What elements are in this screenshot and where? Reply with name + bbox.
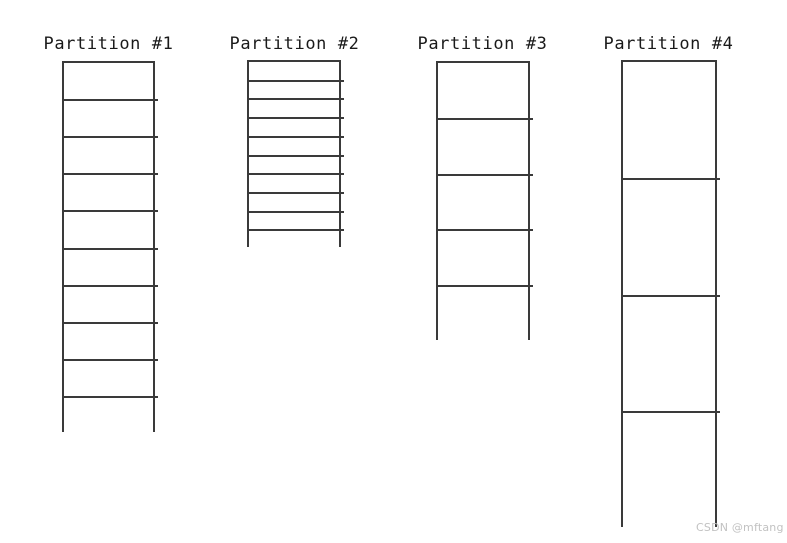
partition-column-2 bbox=[247, 60, 344, 249]
partition-cell bbox=[438, 63, 528, 119]
partition-column-1 bbox=[62, 61, 158, 434]
partition-cell-divider bbox=[62, 173, 158, 176]
partition-cell-divider bbox=[62, 358, 158, 361]
partition-cell-divider bbox=[247, 79, 344, 82]
partition-cell-divider bbox=[247, 154, 344, 157]
partition-cell-divider bbox=[62, 99, 158, 102]
partition-cell bbox=[249, 192, 339, 212]
partition-cell bbox=[249, 155, 339, 175]
partition-cell-divider bbox=[247, 135, 344, 138]
partition-cell bbox=[438, 118, 528, 175]
partition-cell bbox=[249, 99, 339, 119]
partition-cell bbox=[249, 230, 339, 249]
partition-cell-divider bbox=[621, 411, 720, 414]
partition-cell bbox=[623, 178, 715, 296]
partition-cell-divider bbox=[62, 210, 158, 213]
partition-cell-divider bbox=[621, 177, 720, 180]
partition-cell bbox=[438, 286, 528, 342]
partition-cell-divider bbox=[247, 229, 344, 232]
partition-cell bbox=[249, 118, 339, 137]
partition-label-3: Partition #3 bbox=[417, 34, 548, 54]
partition-cell-divider bbox=[247, 98, 344, 101]
partition-cell bbox=[64, 359, 153, 397]
partition-cell bbox=[64, 63, 153, 101]
partition-cell bbox=[623, 295, 715, 413]
partition-cell-divider bbox=[436, 117, 533, 120]
partition-cell bbox=[64, 174, 153, 212]
partition-cell bbox=[249, 62, 339, 81]
partition-cell bbox=[64, 285, 153, 323]
partition-cell-divider bbox=[247, 173, 344, 176]
partition-cell bbox=[64, 396, 153, 434]
partition-cell-divider bbox=[436, 285, 533, 288]
partition-cell bbox=[623, 62, 715, 179]
partition-cell-divider bbox=[436, 229, 533, 232]
partition-column-4 bbox=[621, 60, 720, 529]
partition-cell-divider bbox=[62, 321, 158, 324]
partition-cell bbox=[64, 248, 153, 286]
partition-cell bbox=[64, 211, 153, 249]
partition-cell bbox=[249, 174, 339, 193]
partition-cell bbox=[623, 412, 715, 529]
partition-cell-divider bbox=[62, 136, 158, 139]
partition-cell bbox=[249, 211, 339, 231]
partition-cell-divider bbox=[436, 173, 533, 176]
partition-cell-divider bbox=[62, 284, 158, 287]
partition-cell bbox=[64, 137, 153, 175]
partition-cell-divider bbox=[247, 210, 344, 213]
partition-column-3 bbox=[436, 61, 533, 342]
partition-cell-divider bbox=[247, 191, 344, 194]
partition-cell-divider bbox=[247, 117, 344, 120]
partition-cell bbox=[438, 230, 528, 287]
partition-cell bbox=[249, 80, 339, 100]
partition-cell-divider bbox=[62, 395, 158, 398]
partition-cell bbox=[64, 322, 153, 360]
partition-cell-divider bbox=[621, 294, 720, 297]
partition-label-1: Partition #1 bbox=[43, 34, 174, 54]
partition-label-4: Partition #4 bbox=[603, 34, 734, 54]
partition-cell-divider bbox=[62, 247, 158, 250]
partition-cell bbox=[249, 136, 339, 156]
partition-cell bbox=[64, 100, 153, 138]
partition-cell bbox=[438, 174, 528, 231]
partition-label-2: Partition #2 bbox=[229, 34, 360, 54]
csdn-watermark: CSDN @mftang bbox=[696, 521, 784, 534]
